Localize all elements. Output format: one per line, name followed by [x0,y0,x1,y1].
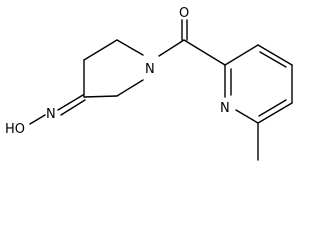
atom-label-n-oxime: N [46,107,56,122]
atom-labels: HO N N O N [5,6,230,137]
bond-o-n-oxime [29,114,46,125]
bonds [29,19,293,161]
bond-py3-py4-inner [259,51,287,68]
bond-c3-c2 [83,39,118,61]
molecule-structure-canvas: HO N N O N [5,6,293,161]
bond-n-c4-oxime-a [57,94,84,111]
bond-c2-n1 [116,39,144,56]
bond-py6-npy [235,109,259,124]
bond-py3-py4 [257,44,293,66]
bond-py5-py6 [257,102,293,124]
molecule-structure: HO N N O N [5,6,293,161]
bond-c6-c5 [83,95,118,98]
bond-n1-carbonyl-c [158,39,185,57]
bond-n1-c6 [116,79,144,97]
bond-n-c4-oxime-b [60,99,86,116]
bond-carbonyl-c-py2 [183,39,226,66]
atom-label-n-pyridine: N [220,101,230,116]
atom-label-ho: HO [5,122,25,137]
bond-py5-py6-inner [258,99,287,117]
bond-py2-py3 [224,44,259,66]
atom-label-o-carbonyl: O [179,6,189,21]
atom-label-n-piperidine: N [145,62,155,77]
